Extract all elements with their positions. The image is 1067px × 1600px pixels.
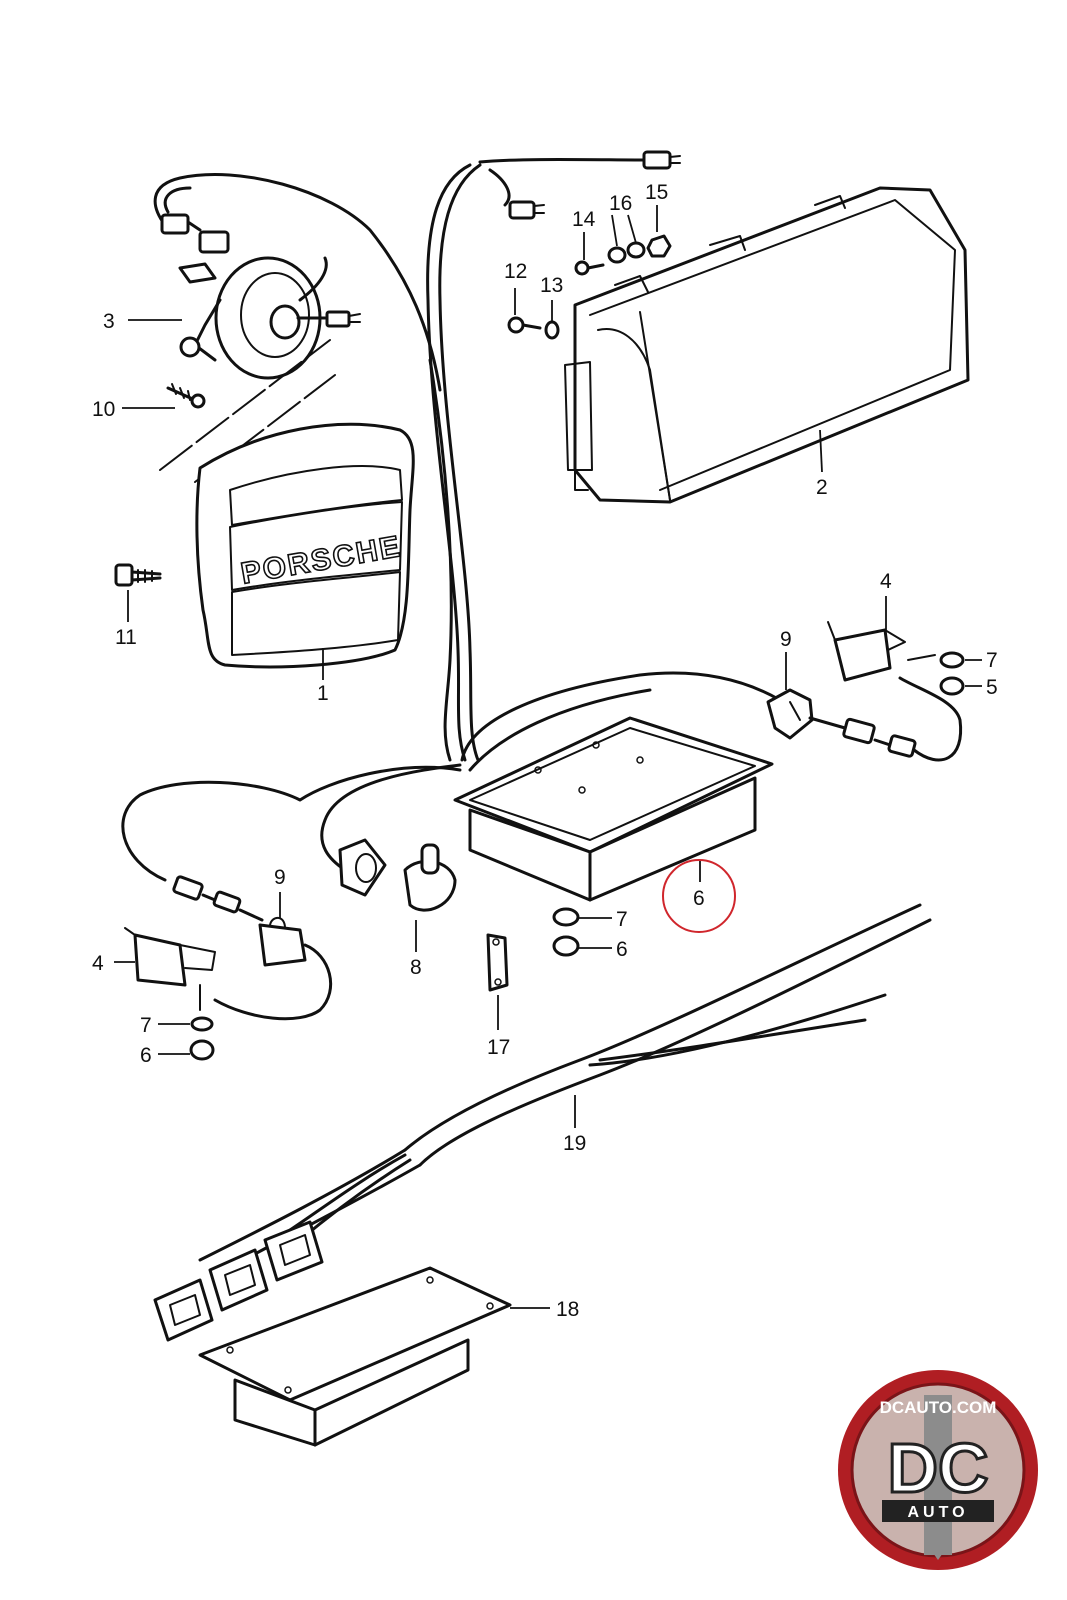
dcauto-logo: DCAUTO.COM DC AUTO	[838, 1370, 1038, 1570]
part-2-airbag-unit-passenger	[564, 186, 970, 504]
callout-6-left: 6	[140, 1044, 152, 1067]
callout-5: 6	[693, 887, 705, 910]
callout-3: 3	[103, 310, 115, 333]
callout-6-right: 5	[986, 676, 998, 699]
highlight-circle-part-5	[662, 859, 736, 933]
callout-16: 16	[609, 192, 632, 215]
callout-1: 1	[317, 682, 329, 705]
callout-15: 15	[645, 181, 668, 204]
callout-7-right: 7	[986, 649, 998, 672]
part-10-screw	[166, 383, 206, 409]
part-19-wiring-harness	[153, 903, 932, 1342]
callout-11: 11	[115, 626, 137, 649]
logo-stripe	[924, 1395, 952, 1555]
callout-13: 13	[540, 274, 563, 297]
wiring-harness-upper	[426, 150, 681, 762]
callout-4-lower: 4	[92, 952, 104, 975]
leader-lines	[114, 205, 982, 1309]
callout-19: 19	[563, 1132, 586, 1155]
part-18-control-module	[198, 1266, 512, 1447]
callout-labels: 3 10 11 1 2 12 13 14 16 15 4 9 7 5 9 4 7…	[92, 181, 998, 1321]
sensor-harness-right	[766, 621, 965, 762]
part-11-screw	[114, 563, 162, 587]
callout-12: 12	[504, 260, 527, 283]
logo-monogram: DC	[887, 1429, 988, 1507]
callout-14: 14	[572, 208, 596, 231]
grommets-6-7-center	[552, 907, 580, 957]
callout-2: 2	[816, 476, 828, 499]
callout-9-lower: 9	[274, 866, 286, 889]
callout-17: 17	[487, 1036, 510, 1059]
callout-18: 18	[556, 1298, 579, 1321]
callout-10: 10	[92, 398, 115, 421]
part-3-contact-unit	[153, 173, 442, 392]
logo-site-text: DCAUTO.COM	[880, 1398, 997, 1417]
callout-4-upper: 4	[880, 570, 892, 593]
callout-8: 8	[410, 956, 422, 979]
sensor-harness-left	[121, 763, 462, 1061]
callout-6-center: 6	[616, 938, 628, 961]
part-17-bracket	[486, 933, 509, 992]
callout-9-upper: 9	[780, 628, 792, 651]
callout-7-left: 7	[140, 1014, 152, 1037]
callout-7-center: 7	[616, 908, 628, 931]
part-1-airbag-unit-driver: PORSCHE	[195, 422, 415, 669]
part-5-control-unit	[453, 671, 782, 902]
logo-sub-text: AUTO	[907, 1504, 968, 1521]
